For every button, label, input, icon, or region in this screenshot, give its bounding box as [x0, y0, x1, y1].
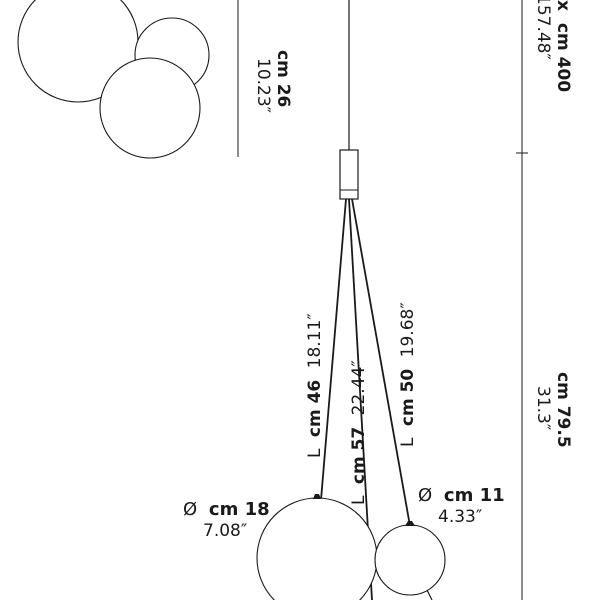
total-height-metric: cm 400 — [553, 23, 573, 92]
cable-2-prefix: L — [349, 495, 369, 505]
globe-large-cap — [313, 494, 321, 499]
cable-3-metric: cm 50 — [398, 369, 418, 427]
canopy-diameter-imperial: 10.23″ — [253, 58, 273, 113]
drop-height-metric: cm 79.5 — [553, 372, 573, 448]
cable-2-imperial: 22.44″ — [349, 360, 369, 415]
globe-small-cap — [405, 521, 415, 526]
globe-small-imperial: 4.33″ — [438, 507, 482, 527]
globe-small — [374, 524, 446, 596]
svg-text:L cm 46 18.11″: L cm 46 18.11″ — [305, 313, 325, 458]
svg-text:L cm 57 22.44″: L cm 57 22.44″ — [349, 360, 369, 505]
drop-height-imperial: 31.3″ — [533, 386, 553, 430]
svg-text:x cm 400: x cm 400 — [553, 0, 573, 92]
top-view — [17, 0, 210, 159]
total-height-label: x cm 400 — [553, 0, 573, 92]
globe-small-metric: cm 11 — [444, 485, 505, 506]
cable-3-imperial: 19.68″ — [398, 302, 418, 357]
cable-to-small-globe — [351, 198, 411, 527]
svg-text:Ø cm 11: Ø cm 11 — [418, 485, 505, 506]
cable-3-prefix: L — [398, 437, 418, 447]
globe-large-imperial: 7.08″ — [203, 521, 247, 541]
canopy-diameter-metric: cm 26 — [273, 50, 293, 107]
front-view-globes — [256, 494, 446, 600]
cable-to-large-globe — [320, 198, 347, 501]
globe-large-metric: cm 18 — [209, 499, 270, 520]
cable-1-imperial: 18.11″ — [305, 313, 325, 368]
cable-2-metric: cm 57 — [349, 427, 369, 484]
cable-1-metric: cm 46 — [305, 380, 325, 437]
total-height-prefix: x — [553, 0, 573, 11]
cable-connector-housing — [339, 149, 359, 200]
svg-text:Ø cm 18: Ø cm 18 — [183, 499, 270, 520]
cable-1-prefix: L — [305, 448, 325, 458]
top-view-globe-medium — [99, 57, 201, 159]
globe-large-prefix: Ø — [183, 499, 197, 520]
svg-text:L cm 50 19.68″: L cm 50 19.68″ — [398, 302, 418, 447]
total-height-imperial: 157.48″ — [533, 0, 553, 60]
total-height-dimension — [516, 0, 528, 600]
globe-large — [256, 497, 378, 600]
globe-small-prefix: Ø — [418, 485, 432, 506]
